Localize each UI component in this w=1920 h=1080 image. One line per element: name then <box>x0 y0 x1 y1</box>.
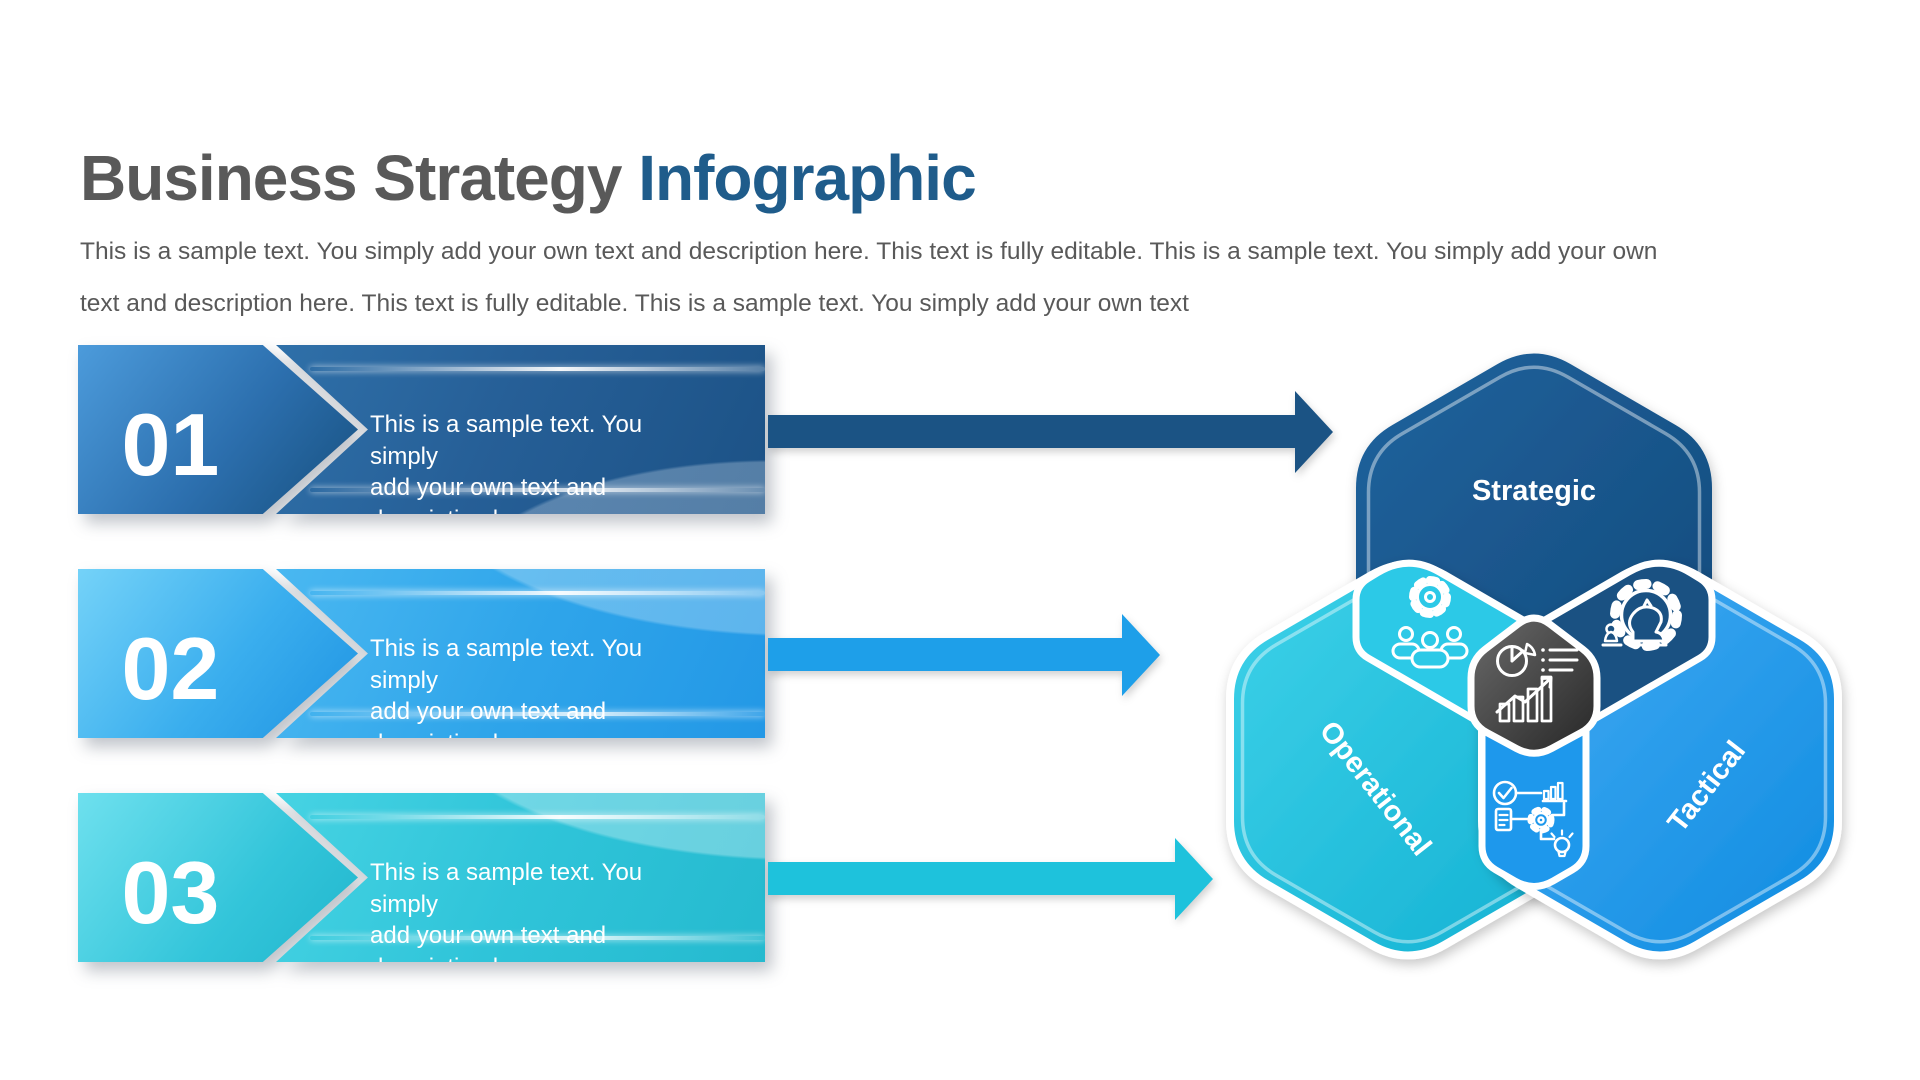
analytics-chart-icon <box>1495 642 1579 723</box>
title-part-blue: Infographic <box>638 141 976 214</box>
arrow-step3-to-tactical <box>768 837 1213 920</box>
step-number-1: 01 <box>121 394 220 494</box>
strategic-label: Strategic <box>1472 475 1596 507</box>
step-text-3: This is a sample text. You simply add yo… <box>370 859 643 981</box>
highlight-line <box>310 815 765 819</box>
intro-paragraph: This is a sample text. You simply add yo… <box>80 226 1850 330</box>
step-number-3: 03 <box>121 842 220 942</box>
process-workflow-icon <box>1492 780 1574 858</box>
step-text-2: This is a sample text. You simply add yo… <box>370 635 643 757</box>
step-text-1: This is a sample text. You simply add yo… <box>370 411 643 533</box>
step-number-2: 02 <box>121 618 220 718</box>
arrow-step1-to-strategic <box>768 390 1333 473</box>
title-part-gray: Business Strategy <box>80 141 622 214</box>
team-gear-icon <box>1391 576 1469 669</box>
step-panel-2: This is a sample text. You simply add yo… <box>276 569 765 738</box>
step-banner-2: 02 This is a sample text. You simply add… <box>78 569 765 738</box>
intro-line-2: text and description here. This text is … <box>80 290 1189 317</box>
highlight-line <box>310 591 765 595</box>
page-title: Business Strategy Infographic <box>80 141 977 215</box>
step-banner-1: 01 This is a sample text. You simply add… <box>78 345 765 514</box>
highlight-line <box>310 936 765 940</box>
strategy-chess-gear-icon <box>1601 579 1682 651</box>
highlight-line <box>310 712 765 716</box>
intro-line-1: This is a sample text. You simply add yo… <box>80 238 1658 265</box>
highlight-line <box>310 367 765 371</box>
highlight-line <box>310 488 765 492</box>
step-banner-3: 03 This is a sample text. You simply add… <box>78 793 765 962</box>
arrow-step2-to-operational <box>768 613 1160 696</box>
